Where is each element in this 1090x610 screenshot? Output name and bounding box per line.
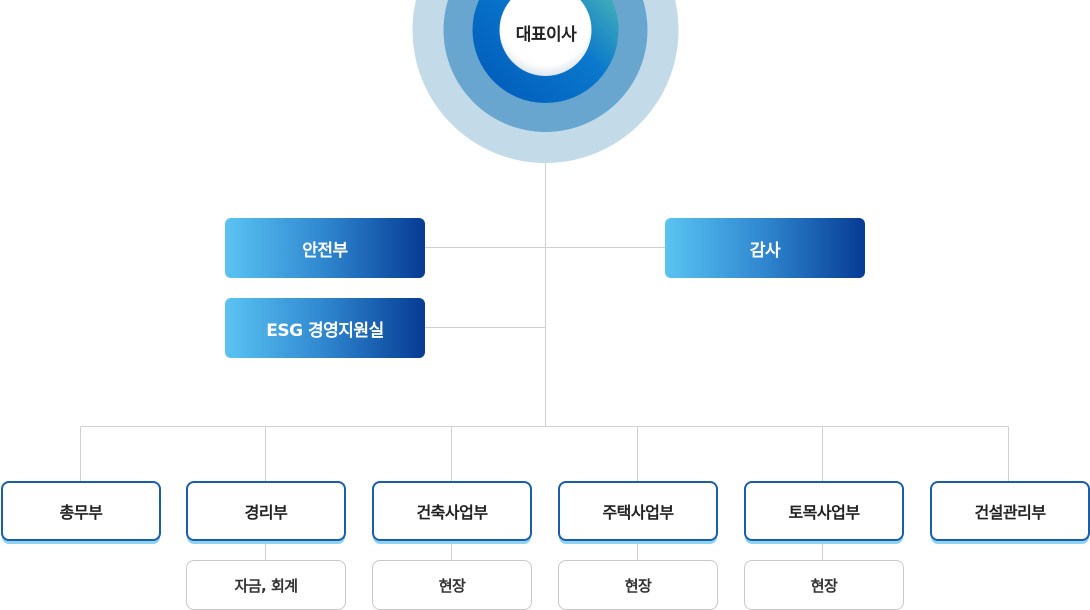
sub-site-housing[interactable]: 현장	[558, 560, 718, 610]
dept-general-affairs[interactable]: 총무부	[1, 481, 161, 541]
ceo-label: 대표이사	[515, 24, 577, 45]
sub-site-architecture[interactable]: 현장	[372, 560, 532, 610]
sub-funds-accounting[interactable]: 자금, 회계	[186, 560, 346, 610]
dept-civil-engineering[interactable]: 토목사업부	[744, 481, 904, 541]
dept-construction-management[interactable]: 건설관리부	[930, 481, 1090, 541]
esg-office-box[interactable]: ESG 경영지원실	[225, 298, 425, 358]
sub-site-civil[interactable]: 현장	[744, 560, 904, 610]
dept-housing[interactable]: 주택사업부	[558, 481, 718, 541]
dept-accounting[interactable]: 경리부	[186, 481, 346, 541]
safety-dept-box[interactable]: 안전부	[225, 218, 425, 278]
audit-box[interactable]: 감사	[665, 218, 865, 278]
dept-architecture[interactable]: 건축사업부	[372, 481, 532, 541]
